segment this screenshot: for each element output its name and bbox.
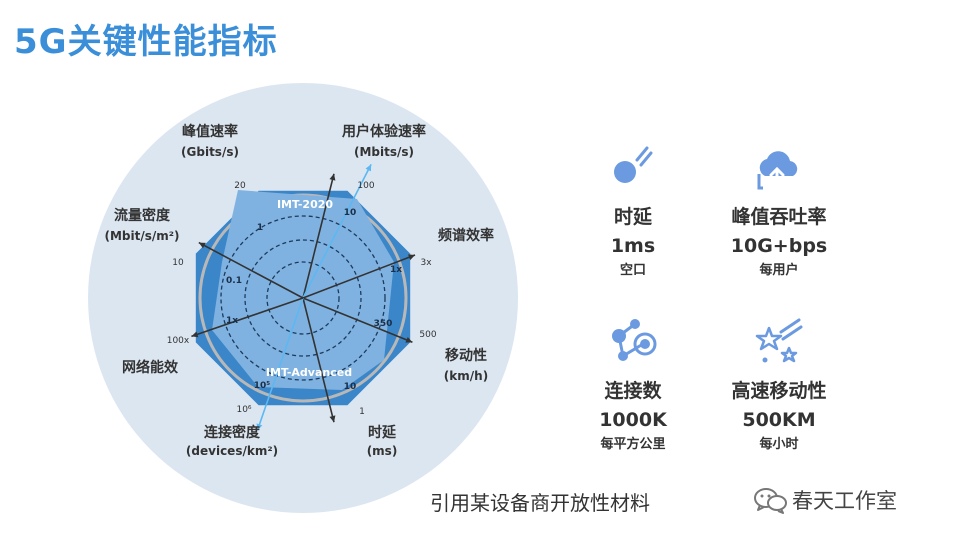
axis-name: 连接密度 bbox=[204, 424, 261, 441]
outer-tick: 20 bbox=[234, 181, 246, 191]
inner-tick: 10⁵ bbox=[254, 381, 271, 391]
axis-arrow bbox=[191, 331, 199, 338]
inner-tick: 1x bbox=[390, 265, 402, 275]
axis-line bbox=[302, 163, 372, 299]
meteor-icon bbox=[605, 140, 661, 196]
feature-sub: 每小时 bbox=[759, 437, 799, 452]
feature-peak-throughput: 峰值吞吐率 10G+bps 每用户 bbox=[709, 140, 849, 278]
axis-line bbox=[302, 254, 416, 299]
source-note: 引用某设备商开放性材料 bbox=[430, 491, 650, 515]
axis-unit: (km/h) bbox=[444, 369, 488, 383]
axis-line bbox=[302, 297, 413, 343]
axis-arrow bbox=[198, 242, 206, 249]
outer-tick: 10 bbox=[172, 258, 184, 268]
axis-name: 时延 bbox=[368, 424, 397, 441]
shooting-stars-icon bbox=[751, 314, 807, 370]
outer-tick: 100 bbox=[357, 181, 374, 191]
outer-tick: 10⁶ bbox=[236, 405, 251, 415]
axis-name: 移动性 bbox=[445, 347, 487, 364]
imt-advanced-label: IMT-Advanced bbox=[266, 366, 352, 379]
axis-line bbox=[191, 297, 304, 338]
inner-tick: 1 bbox=[257, 223, 263, 233]
imt-advanced-polygon bbox=[212, 190, 394, 390]
axis-unit: (devices/km²) bbox=[186, 444, 278, 458]
dashed-circle bbox=[266, 261, 340, 335]
inner-tick: 10 bbox=[344, 382, 357, 392]
axis-arrow bbox=[405, 337, 413, 343]
outer-tick: 500 bbox=[419, 330, 436, 340]
axis-line bbox=[256, 297, 304, 431]
wechat-icon bbox=[754, 488, 787, 514]
cloud-upload-icon bbox=[751, 140, 807, 196]
page-title: 5G关键性能指标 bbox=[14, 22, 278, 62]
axis-arrow bbox=[256, 423, 263, 431]
radar-diagram: 峰值速率 (Gbits/s) 20 1 用户体验速率 (Mbits/s) 100 10 频谱效率… bbox=[88, 83, 518, 513]
feature-value: 1ms bbox=[610, 235, 656, 257]
feature-label: 高速移动性 bbox=[731, 380, 827, 402]
axis-name: 用户体验速率 bbox=[342, 123, 426, 140]
feature-sub: 每用户 bbox=[759, 263, 799, 278]
axis-line bbox=[302, 173, 335, 299]
dashed-circle bbox=[220, 215, 386, 381]
axis-line bbox=[302, 297, 335, 423]
dashed-circle bbox=[244, 239, 362, 357]
inner-tick: 350 bbox=[374, 319, 393, 329]
feature-sub: 空口 bbox=[619, 263, 646, 278]
feature-label: 时延 bbox=[613, 206, 652, 228]
outer-tick: 3x bbox=[420, 258, 432, 268]
brand-name: 春天工作室 bbox=[792, 489, 897, 513]
feature-sub: 每平方公里 bbox=[600, 437, 666, 452]
brand-watermark: 春天工作室 bbox=[752, 485, 897, 515]
axis-arrow bbox=[408, 254, 416, 261]
feature-value: 500KM bbox=[742, 409, 816, 431]
feature-value: 1000K bbox=[599, 409, 667, 431]
outer-tick: 1 bbox=[359, 407, 365, 417]
axis-name: 网络能效 bbox=[122, 359, 179, 376]
axis-arrow bbox=[329, 415, 336, 423]
axis-line bbox=[198, 241, 304, 299]
network-icon bbox=[605, 314, 661, 370]
feature-latency: 时延 1ms 空口 bbox=[563, 140, 703, 278]
outer-tick: 100x bbox=[167, 336, 190, 346]
feature-connections: 连接数 1000K 每平方公里 bbox=[563, 314, 703, 452]
imt2020-label: IMT-2020 bbox=[277, 198, 333, 211]
feature-label: 峰值吞吐率 bbox=[731, 206, 827, 228]
inner-tick: 1x bbox=[226, 316, 238, 326]
axis-unit: (Mbit/s/m²) bbox=[104, 229, 179, 243]
axis-arrow bbox=[365, 164, 372, 172]
axis-name: 峰值速率 bbox=[182, 123, 238, 140]
feature-mobility: 高速移动性 500KM 每小时 bbox=[709, 314, 849, 452]
axis-unit: (Gbits/s) bbox=[181, 145, 239, 159]
axis-name: 频谱效率 bbox=[438, 227, 494, 244]
inner-tick: 0.1 bbox=[226, 276, 242, 286]
axis-unit: (Mbits/s) bbox=[354, 145, 414, 159]
axis-unit: (ms) bbox=[367, 444, 398, 458]
axis-arrow bbox=[329, 173, 336, 181]
axis-name: 流量密度 bbox=[114, 207, 171, 224]
inner-tick: 10 bbox=[344, 208, 357, 218]
feature-label: 连接数 bbox=[604, 380, 662, 402]
feature-value: 10G+bps bbox=[730, 235, 828, 257]
